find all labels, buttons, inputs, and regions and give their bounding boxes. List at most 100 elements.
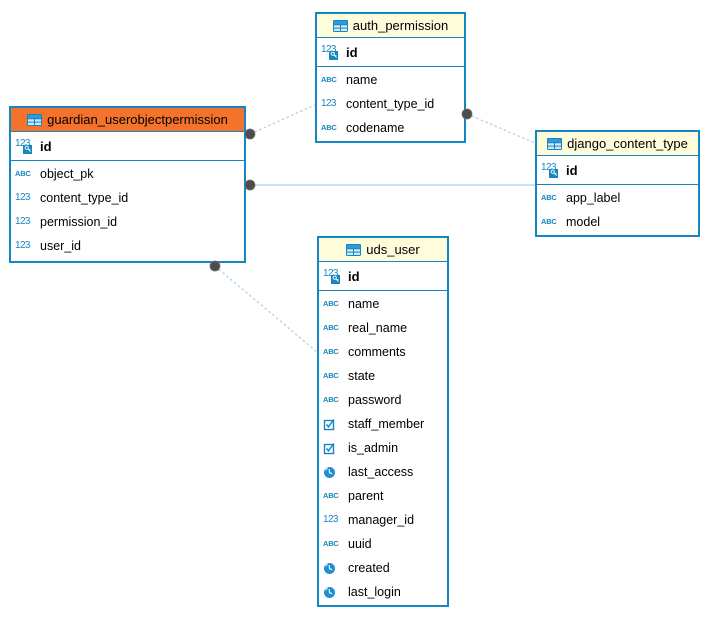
column-name: id xyxy=(40,138,52,154)
column-row[interactable]: last_login xyxy=(319,580,447,604)
column-name: codename xyxy=(346,121,405,135)
primary-key-icon: 123 xyxy=(321,44,341,60)
column-row[interactable]: created xyxy=(319,556,447,580)
datetime-icon xyxy=(323,561,343,576)
column-row[interactable]: ABC model xyxy=(537,210,698,234)
boolean-icon xyxy=(323,417,343,432)
column-name: comments xyxy=(348,345,406,359)
datetime-icon xyxy=(323,585,343,600)
entity-key-columns: 123 id xyxy=(317,38,464,67)
key-badge xyxy=(23,144,32,154)
datetime-icon xyxy=(323,465,343,480)
table-icon xyxy=(547,137,563,150)
column-name: created xyxy=(348,561,390,575)
column-name: password xyxy=(348,393,402,407)
table-icon xyxy=(27,113,43,126)
column-name: last_access xyxy=(348,465,414,479)
column-row[interactable]: 123 id xyxy=(537,157,698,183)
text-icon: ABC xyxy=(321,123,337,133)
primary-key-icon: 123 xyxy=(541,162,561,178)
column-row[interactable]: ABC object_pk xyxy=(11,162,244,186)
entity-header[interactable]: uds_user xyxy=(319,238,447,262)
relationship-line-auth_permission--django_content_type xyxy=(466,113,536,144)
column-row[interactable]: 123 manager_id xyxy=(319,508,447,532)
text-icon: ABC xyxy=(323,347,339,357)
entity-title: guardian_userobjectpermission xyxy=(47,112,228,127)
column-name: real_name xyxy=(348,321,408,335)
column-name: object_pk xyxy=(40,167,94,181)
column-row[interactable]: ABC name xyxy=(317,68,464,92)
entity-key-columns: 123 id xyxy=(537,156,698,185)
column-name: last_login xyxy=(348,585,401,599)
column-row[interactable]: staff_member xyxy=(319,412,447,436)
text-icon: ABC xyxy=(323,395,339,405)
column-row[interactable]: ABC uuid xyxy=(319,532,447,556)
entity-header[interactable]: guardian_userobjectpermission xyxy=(11,108,244,132)
column-name: manager_id xyxy=(348,513,415,527)
key-badge xyxy=(329,50,338,60)
number-icon: 123 xyxy=(323,514,338,525)
table-icon xyxy=(346,243,362,256)
key-badge xyxy=(331,274,340,284)
column-name: is_admin xyxy=(348,441,399,455)
entity-header[interactable]: auth_permission xyxy=(317,14,464,38)
text-icon: ABC xyxy=(323,539,339,549)
relationship-endpoint-dot[interactable] xyxy=(244,179,256,191)
column-name: name xyxy=(346,73,378,87)
column-name: id xyxy=(348,268,360,284)
entity-title: uds_user xyxy=(366,242,420,257)
primary-key-icon: 123 xyxy=(15,138,35,154)
text-icon: ABC xyxy=(323,491,339,501)
column-row[interactable]: 123 id xyxy=(11,133,244,159)
column-row[interactable]: last_access xyxy=(319,460,447,484)
column-name: model xyxy=(566,215,601,229)
text-icon: ABC xyxy=(15,169,31,179)
column-name: uuid xyxy=(348,537,372,551)
text-icon: ABC xyxy=(321,75,337,85)
text-icon: ABC xyxy=(541,217,557,227)
column-row[interactable]: ABC codename xyxy=(317,116,464,140)
key-badge xyxy=(549,168,558,178)
column-row[interactable]: 123 id xyxy=(317,39,464,65)
table-icon xyxy=(332,19,348,32)
column-row[interactable]: ABC password xyxy=(319,388,447,412)
column-row[interactable]: is_admin xyxy=(319,436,447,460)
column-name: app_label xyxy=(566,191,621,205)
boolean-icon xyxy=(323,441,343,456)
relationship-endpoint-dot[interactable] xyxy=(244,128,256,140)
column-name: content_type_id xyxy=(40,191,129,205)
text-icon: ABC xyxy=(323,371,339,381)
text-icon: ABC xyxy=(323,323,339,333)
entity-header[interactable]: django_content_type xyxy=(537,132,698,156)
text-icon: ABC xyxy=(541,193,557,203)
column-row[interactable]: ABC app_label xyxy=(537,186,698,210)
entity-title: auth_permission xyxy=(352,18,449,33)
entity-key-columns: 123 id xyxy=(11,132,244,161)
entity-title: django_content_type xyxy=(567,136,688,151)
column-name: id xyxy=(566,162,578,178)
relationship-line-guardian_userobjectpermission--uds_user xyxy=(214,265,318,353)
column-row[interactable]: ABC real_name xyxy=(319,316,447,340)
column-name: name xyxy=(348,297,380,311)
relationship-line-guardian_userobjectpermission--auth_permission xyxy=(249,104,316,135)
column-row[interactable]: ABC comments xyxy=(319,340,447,364)
number-icon: 123 xyxy=(15,216,30,227)
column-name: id xyxy=(346,44,358,60)
